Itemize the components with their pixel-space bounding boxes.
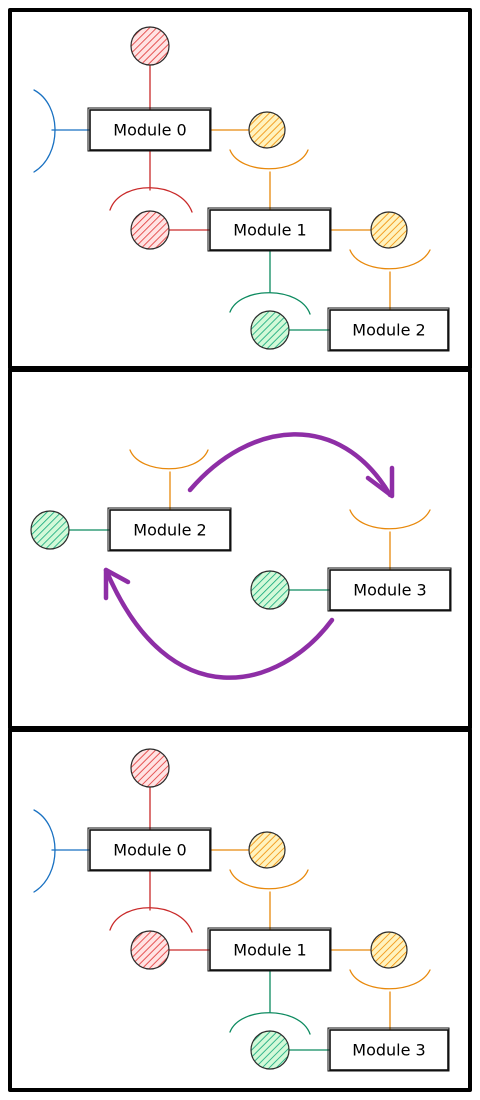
green-provided-ball (250, 1030, 290, 1070)
green-provided-ball (250, 570, 290, 610)
swap-arrow-bottom (103, 567, 335, 680)
module-box[interactable]: Module 1 (207, 207, 332, 252)
swap-arrow-bottom-head (103, 567, 131, 601)
swap-arrow-top (187, 432, 393, 498)
panel-1: Module 0 Module 1 Module 2 (8, 8, 472, 370)
module-label: Module 2 (352, 321, 425, 340)
module-box[interactable]: Module 2 (107, 507, 232, 552)
orange-required-socket (129, 449, 209, 470)
module-box[interactable]: Module 3 (327, 567, 452, 612)
red-required-socket (109, 187, 193, 213)
panel-2: Module 2 Module 3 (8, 368, 472, 730)
orange-provided-ball (248, 111, 286, 149)
green-provided-ball (30, 510, 70, 550)
orange-provided-ball (370, 211, 408, 249)
module-box[interactable]: Module 0 (87, 827, 212, 872)
green-required-socket (229, 1012, 311, 1035)
panel-3-frame (8, 728, 472, 1092)
red-provided-ball (130, 26, 170, 66)
orange-required-socket (349, 249, 431, 270)
panel-3: Module 0 Module 1 Module 3 (8, 728, 472, 1092)
orange-required-socket (229, 149, 309, 170)
red-provided-ball (130, 930, 170, 970)
module-box[interactable]: Module 1 (207, 927, 332, 972)
module-box[interactable]: Module 3 (327, 1027, 450, 1072)
orange-required-socket (349, 509, 431, 530)
module-label: Module 3 (353, 581, 426, 600)
green-required-socket (229, 292, 311, 315)
green-provided-ball (250, 310, 290, 350)
orange-required-socket (349, 969, 431, 990)
module-box[interactable]: Module 2 (327, 307, 450, 352)
module-label: Module 2 (133, 521, 206, 540)
module-label: Module 0 (113, 841, 186, 860)
blue-required-socket (33, 809, 56, 893)
orange-provided-ball (370, 931, 408, 969)
module-label: Module 1 (233, 941, 306, 960)
orange-provided-ball (248, 831, 286, 869)
red-provided-ball (130, 210, 170, 250)
module-label: Module 0 (113, 121, 186, 140)
module-label: Module 1 (233, 221, 306, 240)
panel-2-frame (8, 368, 472, 730)
module-box[interactable]: Module 0 (87, 107, 212, 152)
module-label: Module 3 (352, 1041, 425, 1060)
red-required-socket (109, 907, 193, 933)
swap-arrow-top-head (365, 465, 395, 499)
red-provided-ball (130, 748, 170, 788)
orange-required-socket (229, 869, 309, 890)
blue-required-socket (33, 89, 56, 173)
